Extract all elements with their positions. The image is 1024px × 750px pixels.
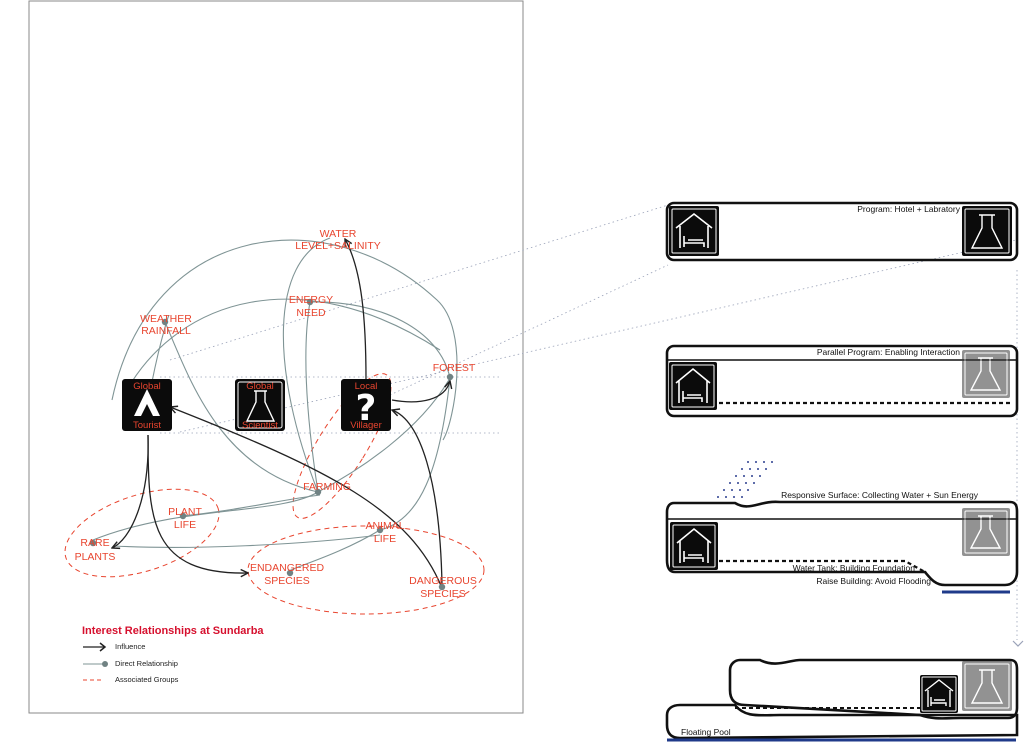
actor-villager: ? Local Villager	[341, 379, 391, 431]
house-bed-icon	[920, 675, 958, 713]
dangerous-label-2: SPECIES	[420, 588, 466, 600]
diagram-title: Interest Relationships at Sundarba	[82, 625, 264, 637]
influence-arrows	[112, 239, 450, 589]
stage-1-caption: Program: Hotel + Labratory	[857, 204, 961, 214]
node-labels: WATER LEVEL+SALINITY ENERGY NEED WEATHER…	[75, 228, 477, 600]
projection-lines	[160, 204, 1018, 640]
energy-label-1: ENERGY	[289, 294, 333, 306]
flask-icon	[962, 661, 1012, 711]
rare-plants-label-2: PLANTS	[75, 551, 116, 563]
animal-life-label-2: LIFE	[374, 533, 396, 545]
stage-2: Parallel Program: Enabling Interaction	[665, 344, 1019, 418]
endangered-label-2: SPECIES	[264, 575, 310, 587]
legend: Influence Direct Relationship Associated…	[83, 642, 179, 684]
villager-label-1: Local	[355, 381, 378, 392]
stage-2-caption: Parallel Program: Enabling Interaction	[817, 347, 960, 357]
associated-groups	[64, 373, 485, 615]
rare-plants-label-1: RARE	[80, 537, 109, 549]
flask-icon	[245, 390, 276, 422]
rain-dots	[717, 461, 773, 498]
water-label-2: LEVEL+SALINITY	[295, 240, 381, 252]
flask-icon	[962, 206, 1012, 256]
dangerous-label-1: DANGEROUS	[409, 575, 477, 587]
flask-icon	[962, 508, 1010, 556]
tent-icon	[134, 389, 160, 416]
tourist-label-2: Tourist	[133, 420, 161, 431]
flask-icon	[962, 350, 1010, 398]
stage-3-caption-b: Water Tank: Building Foundation	[793, 563, 916, 573]
forest-label: FOREST	[433, 362, 476, 374]
water-label-1: WATER	[320, 228, 357, 240]
stage-4-caption: Floating Pool	[681, 727, 731, 737]
legend-associated: Associated Groups	[115, 675, 179, 684]
plant-life-label-2: LIFE	[174, 519, 196, 531]
legend-direct: Direct Relationship	[115, 659, 178, 668]
direct-relationship-lines	[92, 237, 458, 574]
chevron-down-icon	[1012, 640, 1024, 647]
house-bed-icon	[669, 362, 717, 410]
stage-4: Floating Pool	[665, 658, 1019, 742]
scientist-label-1: Global	[246, 381, 273, 392]
panel-frame	[28, 0, 524, 714]
question-icon: ?	[356, 388, 377, 429]
energy-label-2: NEED	[296, 307, 326, 319]
animal-life-label-1: ANIMAL	[365, 520, 404, 532]
node-dots	[89, 298, 454, 591]
actor-scientist: Global Scientist	[235, 379, 285, 431]
house-bed-icon	[670, 522, 718, 570]
stage-3-caption-c: Raise Building: Avoid Flooding	[816, 576, 931, 586]
weather-label-2: RAINFALL	[141, 325, 191, 337]
stage-3-caption-a: Responsive Surface: Collecting Water + S…	[781, 490, 979, 500]
weather-label-1: WEATHER	[140, 313, 192, 325]
scientist-label-2: Scientist	[242, 420, 278, 431]
stage-1: Program: Hotel + Labratory	[665, 201, 1019, 262]
stage-3: Responsive Surface: Collecting Water + S…	[665, 461, 1019, 594]
actor-tourist: Global Tourist	[122, 379, 172, 431]
farming-label: FARMING	[303, 481, 351, 493]
house-bed-icon	[669, 206, 719, 256]
tourist-label-1: Global	[133, 381, 160, 392]
legend-influence: Influence	[115, 642, 145, 651]
villager-label-2: Villager	[350, 420, 382, 431]
endangered-label-1: ENDANGERED	[250, 562, 325, 574]
plant-life-label-1: PLANT	[168, 506, 202, 518]
